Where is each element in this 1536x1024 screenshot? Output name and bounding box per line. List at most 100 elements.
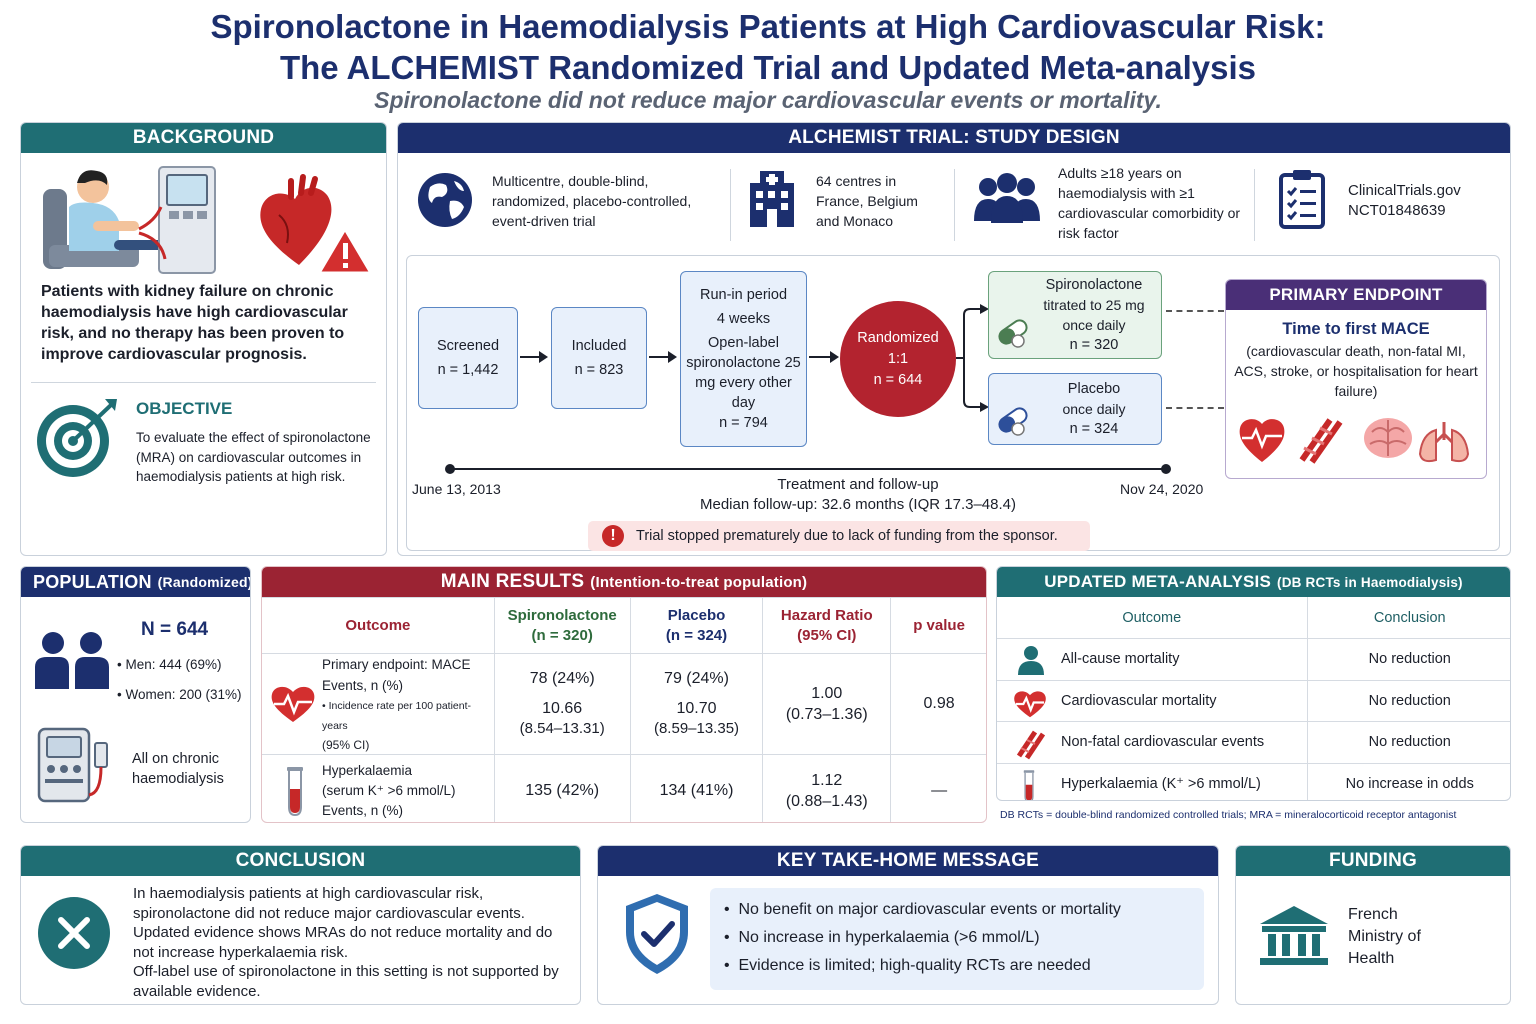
- blue-pill-icon: [998, 407, 1028, 436]
- mace-events-label: Events, n (%): [322, 678, 404, 693]
- lungs-icon: [1418, 422, 1470, 463]
- test-tube-icon: [287, 767, 303, 817]
- globe-icon: [418, 173, 472, 227]
- meta-conclusion-cell: No increase in odds: [1345, 776, 1474, 792]
- timeline-start-dot: [445, 464, 455, 474]
- table-row-mace: Primary endpoint: MACE Events, n (%) • I…: [262, 653, 986, 755]
- col-p-value: p value: [890, 597, 986, 654]
- government-building-icon: [1260, 906, 1328, 965]
- green-pill-icon: [998, 319, 1028, 348]
- target-icon: [37, 399, 117, 477]
- heart-ecg-icon: [271, 686, 315, 722]
- spiro-arm-n: n = 320: [1069, 337, 1119, 353]
- meta-outcome-cell: Hyperkalaemia (K⁺ >6 mmol/L): [997, 763, 1308, 800]
- randomized-n: n = 644: [873, 371, 923, 388]
- screened-box: Screened n = 1,442: [418, 307, 518, 409]
- randomized-circle: Randomized 1:1 n = 644: [840, 301, 956, 417]
- conclusion-panel: CONCLUSION In haemodialysis patients at …: [20, 845, 581, 1005]
- meta-conclusion-cell: No reduction: [1307, 638, 1510, 681]
- meta-subtitle: (DB RCTs in Haemodialysis): [1277, 574, 1463, 590]
- artery-icon: [1299, 418, 1343, 464]
- population-heading: POPULATION (Randomized): [21, 567, 250, 597]
- women-count: Women: 200 (31%): [125, 687, 242, 702]
- warning-text: Trial stopped prematurely due to lack of…: [636, 528, 1058, 544]
- people-icon: [35, 632, 109, 689]
- dialysis-patient-illustration: [43, 166, 216, 274]
- x-circle-icon: [38, 897, 110, 969]
- background-heading: BACKGROUND: [21, 123, 386, 153]
- runin-line3: Open-label spironolactone 25 mg every ot…: [686, 335, 801, 411]
- spiro-arm-dose: titrated to 25 mg once daily: [1043, 297, 1145, 333]
- primary-endpoint-heading: PRIMARY ENDPOINT: [1226, 280, 1486, 310]
- takehome-heading: KEY TAKE-HOME MESSAGE: [598, 846, 1218, 876]
- funding-panel: FUNDING French Ministry of Health: [1235, 845, 1511, 1005]
- table-row: Hyperkalaemia (K⁺ >6 mmol/L) No increase…: [997, 763, 1510, 800]
- screened-n: n = 1,442: [437, 362, 499, 378]
- meta-analysis-panel: UPDATED META-ANALYSIS (DB RCTs in Haemod…: [996, 566, 1511, 801]
- mace-outcome-cell: Primary endpoint: MACE Events, n (%) • I…: [262, 653, 495, 755]
- runin-line2: 4 weeks: [716, 311, 771, 327]
- study-design-panel: ALCHEMIST TRIAL: STUDY DESIGN Multicentr…: [397, 122, 1511, 556]
- dash-spiro-endpoint: [1166, 310, 1224, 312]
- col-hazard-ratio: Hazard Ratio(95% CI): [762, 597, 892, 654]
- results-header-row: Outcome Spironolactone(n = 320) Placebo(…: [262, 597, 986, 654]
- timeline-start-date: June 13, 2013: [412, 481, 501, 497]
- meta-footnote: DB RCTs = double-blind randomized contro…: [1000, 809, 1457, 821]
- test-tube-icon: [1023, 769, 1035, 800]
- shield-check-icon: [626, 894, 688, 974]
- population-women: • Women: 200 (31%): [117, 687, 242, 702]
- feature-registration: ClinicalTrials.gov NCT01848639: [1348, 182, 1461, 219]
- conclusion-text-1: In haemodialysis patients at high cardio…: [133, 885, 553, 961]
- meta-outcome-cell: Non-fatal cardiovascular events: [997, 721, 1308, 764]
- table-row: All-cause mortality No reduction: [997, 638, 1510, 681]
- heart-ecg-icon: [1014, 690, 1046, 717]
- col-spironolactone: Spironolactone(n = 320): [493, 597, 631, 654]
- results-table: Outcome Spironolactone(n = 320) Placebo(…: [262, 597, 986, 822]
- population-panel: POPULATION (Randomized) N = 644 • Men: 4…: [20, 566, 251, 823]
- person-icon: [1018, 646, 1044, 675]
- hyperk-threshold-label: (serum K⁺ >6 mmol/L): [322, 782, 456, 798]
- feature-trial-type: Multicentre, double-blind, randomized, p…: [492, 173, 692, 229]
- population-men: • Men: 444 (69%): [117, 657, 222, 672]
- takehome-panel: KEY TAKE-HOME MESSAGE • No benefit on ma…: [597, 845, 1219, 1005]
- clipboard-checklist-icon: [1279, 170, 1325, 229]
- runin-box: Run-in period 4 weeks Open-label spirono…: [680, 271, 807, 447]
- background-panel: BACKGROUND Patients with kidney failure …: [20, 122, 387, 556]
- background-divider: [31, 382, 376, 383]
- meta-outcome-cell: Cardiovascular mortality: [997, 680, 1308, 722]
- table-row: Cardiovascular mortality No reduction: [997, 680, 1510, 722]
- study-design-heading: ALCHEMIST TRIAL: STUDY DESIGN: [398, 123, 1510, 153]
- takehome-bullet-3: • Evidence is limited; high-quality RCTs…: [724, 957, 1091, 974]
- funding-text: French Ministry of Health: [1348, 904, 1421, 970]
- conclusion-text-2: Off-label use of spironolactone in this …: [133, 963, 559, 1000]
- arrow-runin-randomized: [809, 351, 839, 363]
- results-title: MAIN RESULTS: [440, 571, 585, 592]
- endpoint-organ-icons: [1239, 418, 1470, 464]
- heart-warning-icon: [260, 174, 373, 273]
- primary-endpoint-box: PRIMARY ENDPOINT Time to first MACE (car…: [1225, 279, 1487, 479]
- feature-eligibility: Adults ≥18 years on haemodialysis with ≥…: [1058, 165, 1241, 241]
- col-outcome: Outcome: [262, 597, 495, 654]
- main-results-panel: MAIN RESULTS (Intention-to-treat populat…: [261, 566, 987, 823]
- meta-table: Outcome Conclusion All-cause mortality N…: [997, 597, 1510, 800]
- people-group-icon: [974, 173, 1040, 223]
- meta-col-outcome: Outcome: [997, 597, 1308, 639]
- primary-endpoint-text: (cardiovascular death, non-fatal MI, ACS…: [1234, 343, 1478, 399]
- results-subtitle: (Intention-to-treat population): [590, 573, 808, 591]
- included-label: Included: [571, 338, 627, 354]
- funding-line-3: Health: [1348, 950, 1395, 967]
- takehome-bullet-2: • No increase in hyperkalaemia (>6 mmol/…: [724, 929, 1040, 946]
- background-text: Patients with kidney failure on chronic …: [41, 283, 348, 363]
- hyperk-spiro-cell: 135 (42%): [493, 754, 631, 822]
- mace-ci-label: (95% CI): [322, 738, 370, 752]
- timeline-median: Median follow-up: 32.6 months (IQR 17.3–…: [699, 496, 1016, 513]
- takehome-box: • No benefit on major cardiovascular eve…: [710, 888, 1204, 990]
- spironolactone-arm-box: Spironolactone titrated to 25 mg once da…: [988, 271, 1162, 359]
- meta-title: UPDATED META-ANALYSIS: [1044, 572, 1272, 591]
- placebo-arm-title: Placebo: [1067, 381, 1121, 397]
- feature-centres: 64 centres in France, Belgium and Monaco: [816, 173, 918, 229]
- page-subtitle: Spironolactone did not reduce major card…: [374, 87, 1162, 113]
- objective-heading: OBJECTIVE: [136, 399, 233, 418]
- dialysis-machine-icon: [37, 727, 108, 803]
- artery-icon: [1016, 730, 1046, 760]
